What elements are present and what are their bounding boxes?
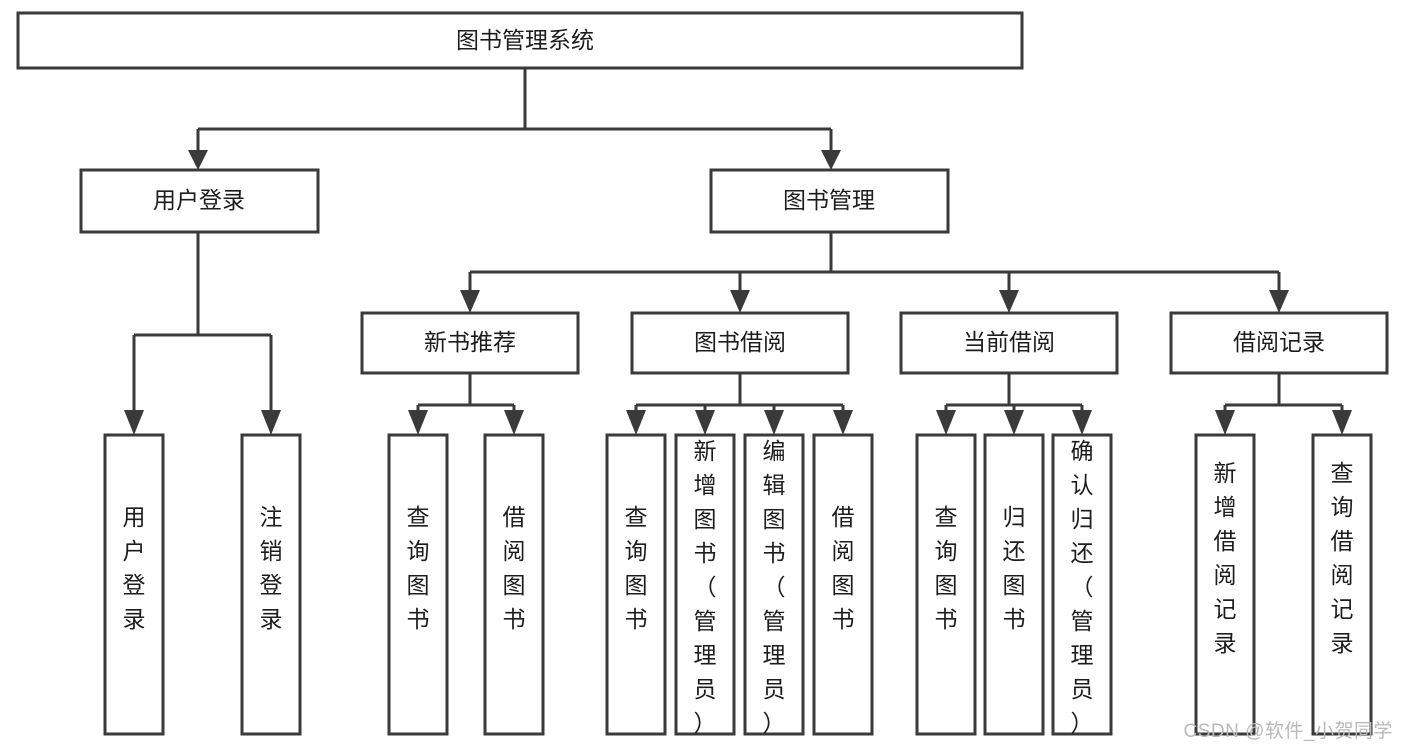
leaf-logout-login[interactable]: 注销登录 (240, 433, 302, 736)
node-root[interactable]: 图书管理系统 (16, 11, 1024, 70)
node-borrow-record[interactable]: 借阅记录 (1169, 311, 1389, 375)
arrow-head-new-book-recommend (460, 290, 480, 313)
arrow-head-leaf-edit-book (764, 410, 784, 435)
node-user-login-label: 用户登录 (153, 187, 245, 213)
arrow-head-leaf-logout-login (261, 410, 281, 435)
arrow-head-leaf-user-login (124, 410, 144, 435)
arrow-head-leaf-query-record (1332, 410, 1352, 435)
leaf-query-book-1-box[interactable] (387, 433, 449, 736)
csdn-watermark: CSDN @软件_小贺同学 (1183, 721, 1393, 742)
leaf-edit-book-label: 编辑图书（管理员） (763, 438, 786, 736)
leaf-borrow-book-1[interactable]: 借阅图书 (483, 433, 545, 736)
connector-layer (124, 68, 1352, 435)
leaf-query-book-2-box[interactable] (605, 433, 667, 736)
leaf-borrow-book-1-box[interactable] (483, 433, 545, 736)
leaf-add-book-box[interactable] (674, 433, 736, 736)
leaf-query-book-1-label: 查询图书 (407, 504, 430, 632)
leaf-query-book-3-box[interactable] (915, 433, 977, 736)
leaf-query-book-3-label: 查询图书 (935, 504, 958, 632)
leaf-logout-login-box[interactable] (240, 433, 302, 736)
node-root-label: 图书管理系统 (456, 27, 594, 53)
leaf-query-book-2[interactable]: 查询图书 (605, 433, 667, 736)
leaf-user-login[interactable]: 用户登录 (103, 433, 165, 736)
node-new-book-recommend-box[interactable] (360, 311, 580, 375)
node-book-borrow-label: 图书借阅 (694, 329, 786, 355)
leaf-add-book[interactable]: 新增图书（管理员） (674, 433, 736, 736)
leaf-query-record[interactable]: 查询借阅记录 (1311, 433, 1373, 736)
leaf-edit-book-box[interactable] (743, 433, 805, 736)
arrow-head-leaf-add-book (695, 410, 715, 435)
node-book-management[interactable]: 图书管理 (709, 168, 950, 234)
leaf-confirm-return-label: 确认归还（管理员） (1071, 438, 1094, 736)
leaf-query-book-2-label: 查询图书 (625, 504, 648, 632)
arrow-head-current-borrow (999, 290, 1019, 313)
node-borrow-record-box[interactable] (1169, 311, 1389, 375)
leaf-return-book-label: 归还图书 (1003, 504, 1026, 632)
leaf-edit-book[interactable]: 编辑图书（管理员） (743, 433, 805, 736)
leaf-return-book-box[interactable] (983, 433, 1045, 736)
leaf-query-book-3[interactable]: 查询图书 (915, 433, 977, 736)
arrow-head-leaf-query-book-3 (936, 410, 956, 435)
leaf-borrow-book-1-label: 借阅图书 (503, 504, 526, 632)
leaf-add-book-label: 新增图书（管理员） (694, 438, 717, 736)
arrow-head-user-login (188, 150, 208, 170)
arrow-head-leaf-return-book (1004, 410, 1024, 435)
arrow-head-leaf-add-record (1215, 410, 1235, 435)
leaf-query-record-box[interactable] (1311, 433, 1373, 736)
leaf-add-record[interactable]: 新增借阅记录 (1194, 433, 1256, 736)
node-user-login[interactable]: 用户登录 (79, 168, 320, 234)
leaf-add-record-box[interactable] (1194, 433, 1256, 736)
leaf-user-login-label: 用户登录 (123, 504, 146, 632)
leaf-logout-login-label: 注销登录 (260, 504, 283, 632)
arrow-head-book-borrow (730, 290, 750, 313)
leaf-user-login-box[interactable] (103, 433, 165, 736)
leaf-borrow-book-2[interactable]: 借阅图书 (812, 433, 874, 736)
node-book-management-label: 图书管理 (783, 187, 875, 213)
leaf-query-record-label: 查询借阅记录 (1331, 460, 1354, 656)
node-new-book-recommend[interactable]: 新书推荐 (360, 311, 580, 375)
arrow-head-borrow-record (1269, 290, 1289, 313)
arrow-head-leaf-query-book-1 (408, 410, 428, 435)
node-book-borrow-box[interactable] (630, 311, 850, 375)
leaf-confirm-return-box[interactable] (1051, 433, 1113, 736)
leaf-add-record-label: 新增借阅记录 (1214, 460, 1237, 656)
node-book-borrow[interactable]: 图书借阅 (630, 311, 850, 375)
arrow-head-leaf-borrow-book-2 (833, 410, 853, 435)
arrow-head-book-management (821, 150, 841, 170)
leaf-query-book-1[interactable]: 查询图书 (387, 433, 449, 736)
arrow-head-leaf-query-book-2 (626, 410, 646, 435)
leaf-borrow-book-2-label: 借阅图书 (832, 504, 855, 632)
node-book-management-box[interactable] (709, 168, 950, 234)
node-new-book-recommend-label: 新书推荐 (424, 329, 516, 355)
node-borrow-record-label: 借阅记录 (1233, 329, 1325, 355)
leaf-confirm-return[interactable]: 确认归还（管理员） (1051, 433, 1113, 736)
node-user-login-box[interactable] (79, 168, 320, 234)
arrow-head-leaf-borrow-book-1 (504, 410, 524, 435)
leaf-return-book[interactable]: 归还图书 (983, 433, 1045, 736)
arrow-head-leaf-confirm-return (1072, 410, 1092, 435)
node-root-box[interactable] (16, 11, 1024, 70)
leaf-borrow-book-2-box[interactable] (812, 433, 874, 736)
node-current-borrow[interactable]: 当前借阅 (899, 311, 1119, 375)
node-current-borrow-box[interactable] (899, 311, 1119, 375)
node-current-borrow-label: 当前借阅 (963, 329, 1055, 355)
